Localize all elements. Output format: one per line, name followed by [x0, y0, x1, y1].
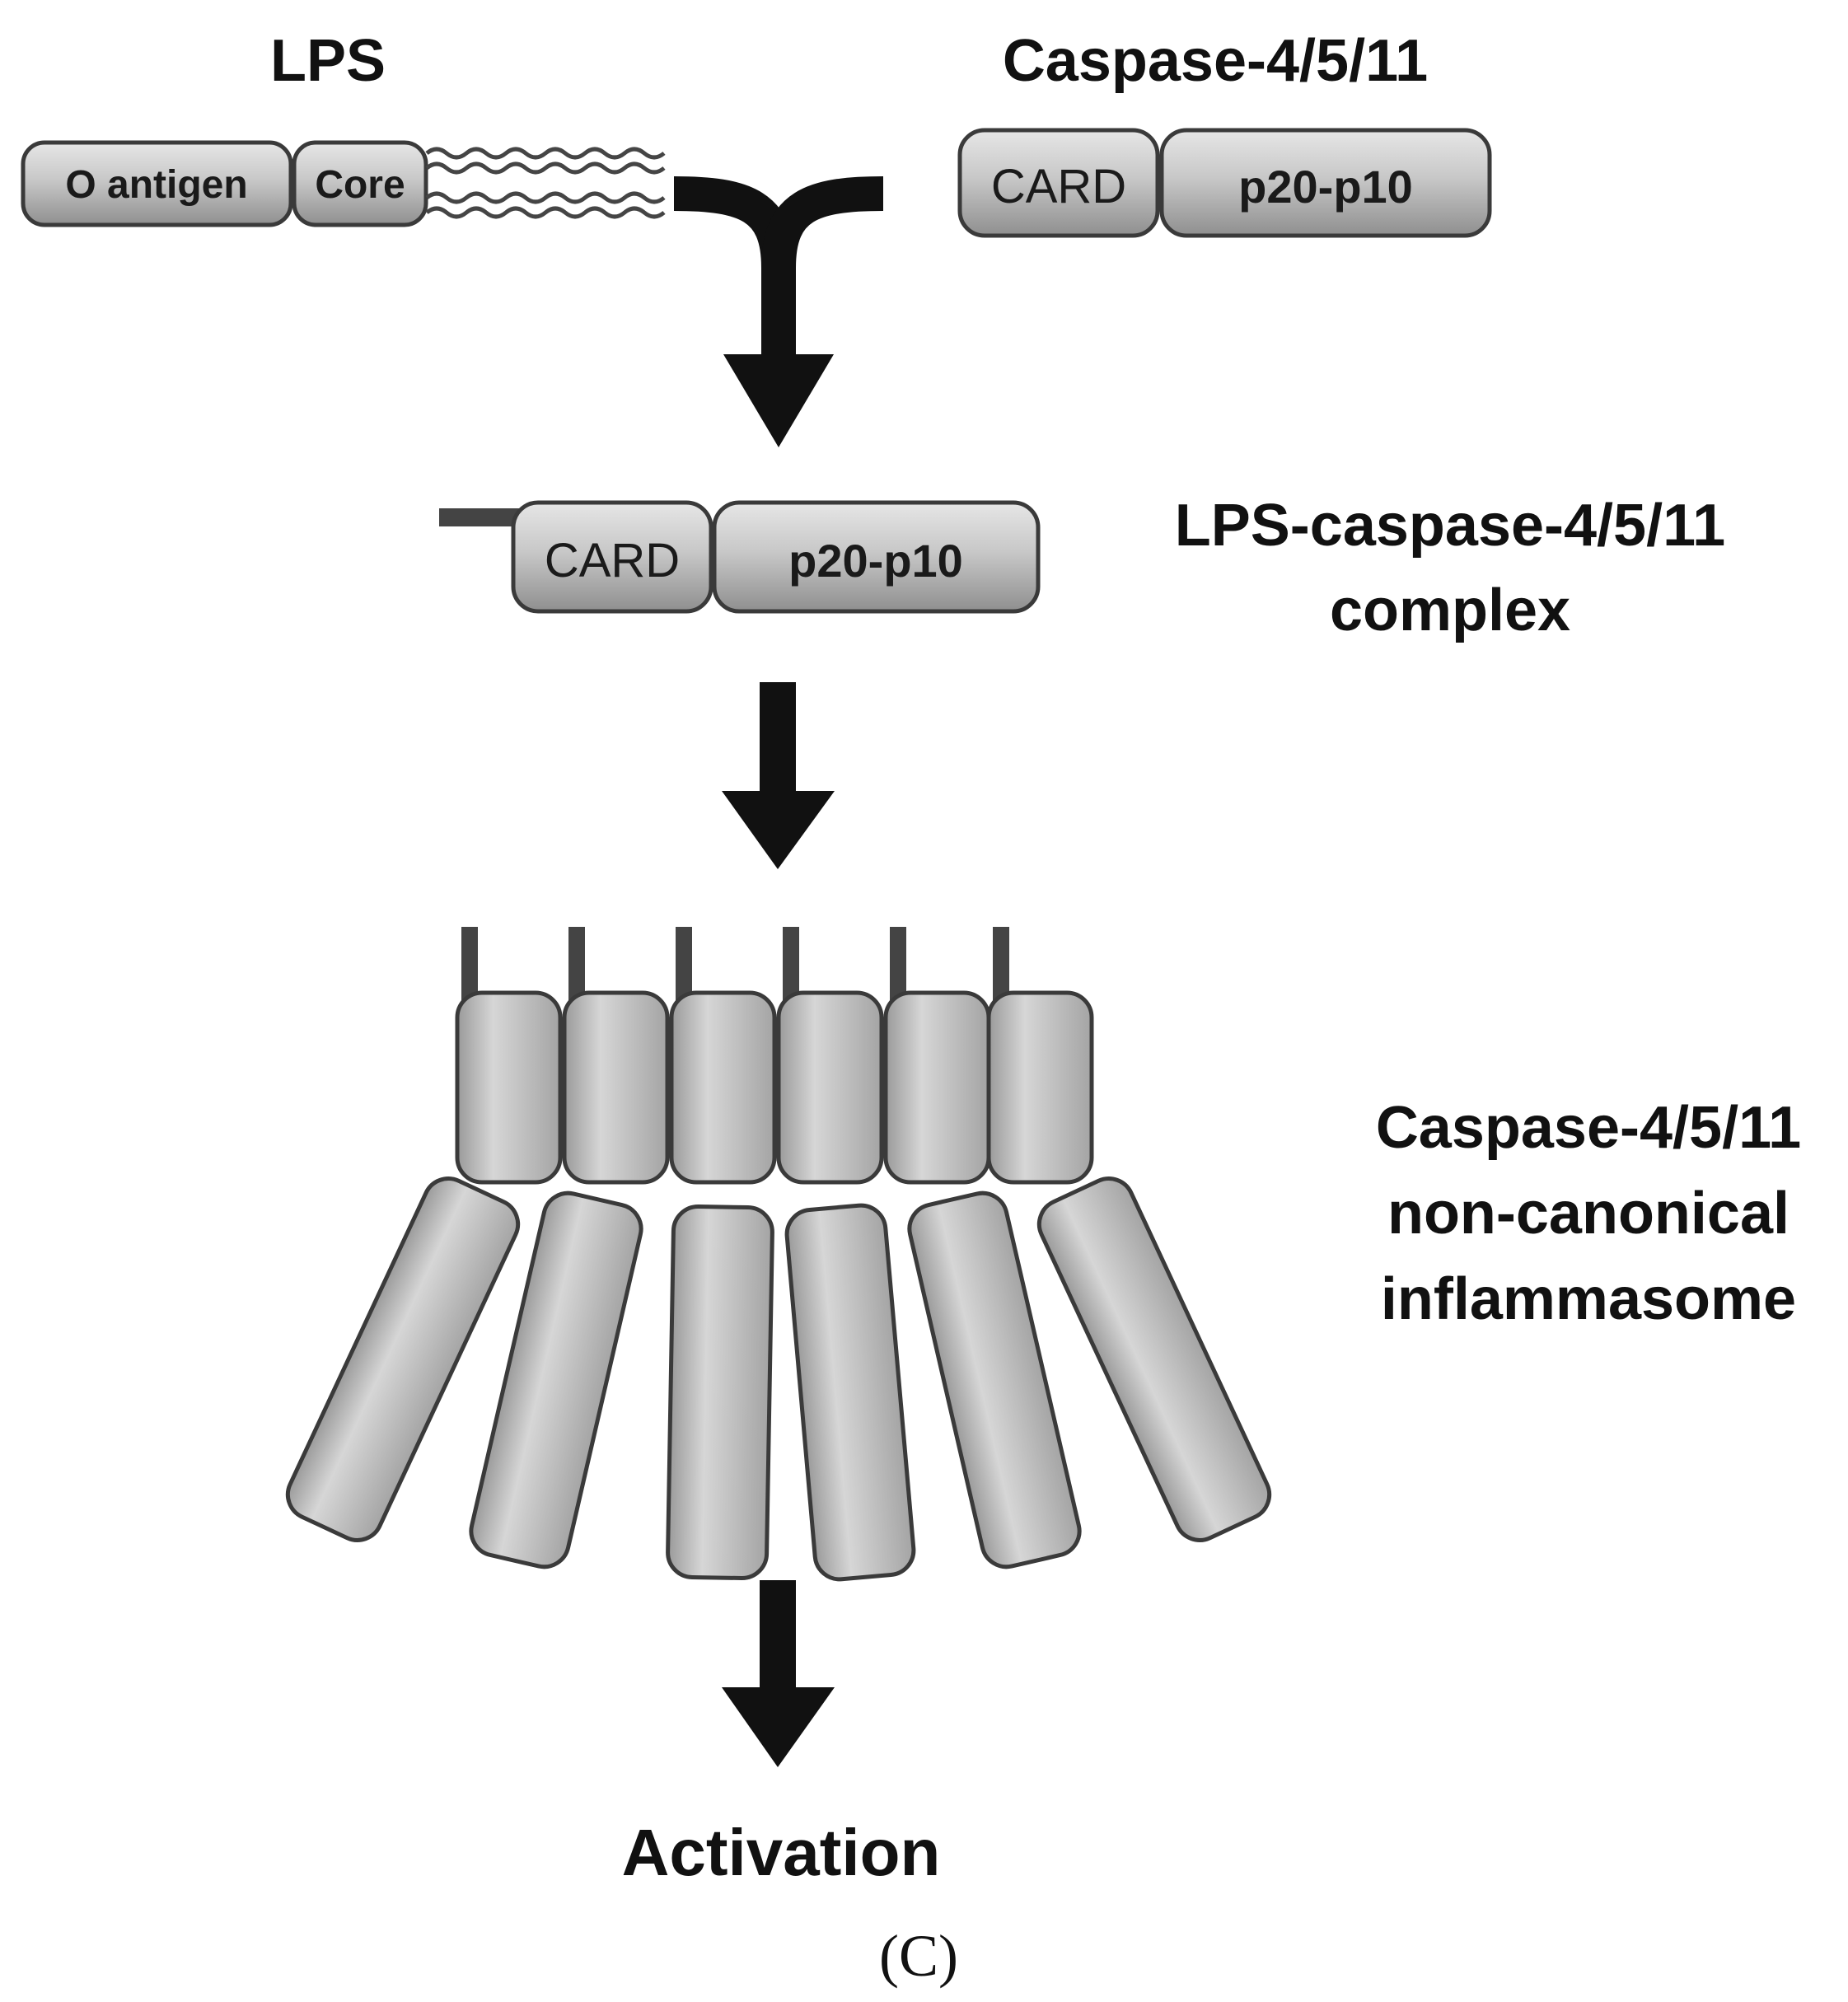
- complex-card-domain: [511, 500, 713, 614]
- lps-molecule: O antigen Core: [21, 140, 666, 227]
- o-antigen-label: O antigen: [65, 163, 247, 207]
- caspase-title: Caspase-4/5/11: [1003, 28, 1428, 94]
- panel-label: (C): [879, 1923, 958, 1989]
- o-antigen-domain: [21, 140, 293, 227]
- p20-p10-domain: [1159, 128, 1492, 238]
- complex-p20-p10-domain: [712, 500, 1041, 614]
- p20-p10-subunit: [285, 1176, 521, 1542]
- lps-title: LPS: [270, 28, 386, 94]
- y-merge-arrow-icon: [673, 176, 884, 447]
- p20-p10-subunit: [469, 1190, 643, 1569]
- card-domain: [957, 128, 1160, 238]
- inflammasome-label-line1: Caspase-4/5/11: [1376, 1095, 1801, 1161]
- down-arrow-icon: [722, 682, 835, 869]
- complex-label-line1: LPS-caspase-4/5/11: [1175, 493, 1725, 559]
- card-ring: [455, 990, 1094, 1185]
- p20-p10-subunit: [784, 1203, 916, 1582]
- card-subunit: [986, 990, 1094, 1185]
- p20-p10-subunit: [666, 1204, 774, 1580]
- card-subunit: [455, 990, 563, 1185]
- card-subunit: [883, 990, 991, 1185]
- inflammasome-label-line2: non-canonical: [1387, 1181, 1790, 1247]
- caspase-molecule: CARD p20-p10: [957, 128, 1492, 238]
- down-arrow-icon: [722, 1580, 835, 1767]
- activation-label: Activation: [622, 1816, 941, 1889]
- inflammasome-label-line3: inflammasome: [1381, 1266, 1796, 1332]
- complex-card-label: CARD: [545, 534, 680, 587]
- inflammasome-assembly: [285, 927, 1272, 1582]
- p20-p10-subunit: [907, 1190, 1082, 1569]
- card-label: CARD: [991, 160, 1126, 213]
- complex-p20-p10-label: p20-p10: [788, 535, 963, 587]
- card-subunit: [562, 990, 670, 1185]
- lps-caspase-complex: CARD p20-p10: [439, 500, 1041, 614]
- p20-p10-label: p20-p10: [1238, 161, 1413, 213]
- card-subunit: [776, 990, 884, 1185]
- card-subunit: [669, 990, 777, 1185]
- lipid-a-tails: [425, 147, 666, 219]
- p20-p10-subunit: [1036, 1176, 1272, 1542]
- core-label: Core: [315, 163, 405, 207]
- catalytic-ring: [285, 1176, 1272, 1582]
- complex-label-line2: complex: [1330, 578, 1570, 643]
- core-domain: [292, 140, 428, 227]
- lps-stalks: [461, 927, 1009, 1009]
